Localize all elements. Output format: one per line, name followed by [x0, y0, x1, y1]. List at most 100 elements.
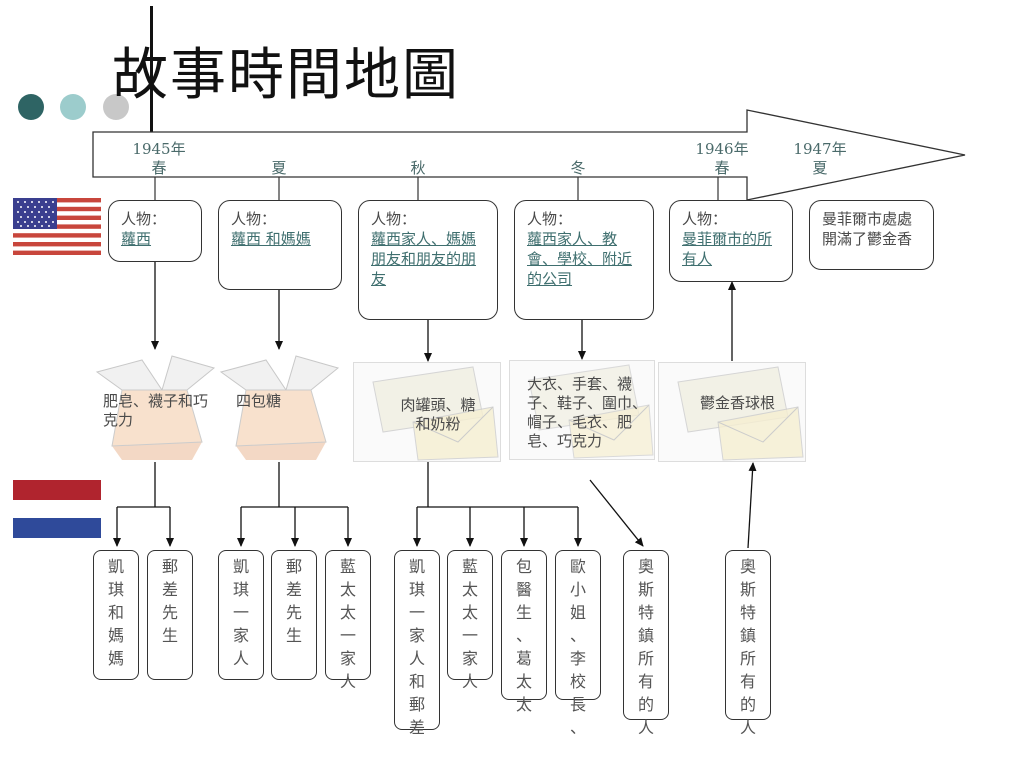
recipient-char: 李	[569, 649, 586, 668]
recipient-box: 奧斯特鎮所有的人	[623, 550, 669, 737]
recipient-box: 藍太太一家人	[447, 550, 493, 691]
recipient-char: 一	[461, 626, 478, 645]
season-name: 夏	[812, 159, 828, 177]
recipient-char: 所	[637, 649, 654, 668]
people-prefix: 人物：	[231, 210, 277, 228]
recipient-char: 、	[515, 626, 532, 645]
title-dot-3	[103, 94, 129, 120]
recipient-char: 人	[461, 672, 478, 691]
gift-label-4: 大衣、手套、襪子、鞋子、圍巾、帽子、毛衣、肥皂、巧克力	[527, 375, 648, 450]
open-box-icon	[95, 355, 216, 460]
people-text: 蘿西家人、媽媽朋友和朋友的朋友	[371, 230, 477, 288]
people-prefix: 人物：	[527, 210, 573, 228]
season-label-2: 夏	[244, 159, 314, 178]
recipient-box: 藍太太一家人	[325, 550, 371, 691]
recipient-char: 藍	[461, 557, 478, 576]
people-text: 蘿西家人、教會、學校、附近的公司	[527, 230, 633, 288]
recipient-char: 生	[285, 626, 302, 645]
people-box-2: 人物： 蘿西 和媽媽	[218, 200, 342, 290]
recipient-box: 奧斯特鎮所有的人	[725, 550, 771, 737]
open-box-icon	[219, 355, 340, 460]
recipient-char: 太	[461, 580, 478, 599]
recipient-char: 琪	[232, 580, 249, 599]
recipient-char: 太	[515, 695, 532, 714]
recipient-char: 鎮	[637, 626, 654, 645]
recipient-char: 奧	[739, 557, 756, 576]
title-divider	[150, 6, 153, 134]
recipient-char: 的	[637, 695, 654, 714]
recipient-char: 家	[339, 649, 356, 668]
recipient-char: 有	[739, 672, 756, 691]
recipient-char: 凱	[408, 557, 425, 576]
envelope-icon	[509, 360, 655, 460]
recipient-char: 郵	[161, 557, 178, 576]
recipient-char: 一	[339, 626, 356, 645]
recipient-char: 斯	[739, 580, 756, 599]
recipient-char: 的	[739, 695, 756, 714]
people-prefix: 人物：	[371, 210, 417, 228]
recipient-box: 凱琪和媽媽	[93, 550, 139, 680]
recipient-char: 生	[161, 626, 178, 645]
recipient-char: 、	[569, 718, 586, 737]
gift-label-2: 四包糖	[236, 392, 282, 410]
recipient-char: 生	[515, 603, 532, 622]
season-label-3: 秋	[383, 159, 453, 178]
recipient-char: 人	[232, 649, 249, 668]
timeline-arrow	[92, 109, 966, 201]
recipient-char: 包	[515, 557, 532, 576]
recipient-char: 差	[285, 580, 302, 599]
gift-label-5: 鬱金香球根	[700, 394, 776, 412]
season-label-5: 1946年春	[687, 140, 757, 178]
people-box-4: 人物： 蘿西家人、教會、學校、附近的公司	[514, 200, 654, 320]
season-year: 1947年	[793, 140, 847, 158]
recipient-char: 家	[232, 626, 249, 645]
recipient-box: 凱琪一家人和郵差	[394, 550, 440, 737]
season-name: 春	[714, 159, 730, 177]
season-year: 1946年	[695, 140, 749, 158]
people-box-3: 人物： 蘿西家人、媽媽朋友和朋友的朋友	[358, 200, 498, 320]
season-name: 冬	[570, 159, 586, 177]
page-title: 故事時間地圖	[112, 43, 460, 108]
recipient-char: 姐	[569, 603, 586, 622]
recipient-char: 和	[107, 603, 124, 622]
recipient-char: 小	[569, 580, 586, 599]
people-text: 曼菲爾市的所有人	[682, 230, 773, 268]
season-name: 秋	[410, 159, 426, 177]
recipient-char: 太	[339, 580, 356, 599]
recipient-char: 長	[569, 695, 586, 714]
recipient-char: 琪	[107, 580, 124, 599]
envelope-icon	[658, 362, 806, 462]
recipient-char: 一	[408, 603, 425, 622]
recipient-char: 所	[739, 649, 756, 668]
season-label-4: 冬	[543, 159, 613, 178]
recipient-char: 人	[408, 649, 425, 668]
season-name: 夏	[271, 159, 287, 177]
people-box-6: 曼菲爾市處處開滿了鬱金香	[809, 200, 934, 270]
recipient-char: 斯	[637, 580, 654, 599]
recipient-char: 差	[408, 718, 425, 737]
envelope-icon	[353, 362, 501, 462]
gift-label-1: 肥皂、襪子和巧克力	[103, 392, 209, 429]
recipient-box: 歐小姐、李校長、	[555, 550, 601, 737]
recipient-char: 葛	[515, 649, 532, 668]
gift-label-3: 肉罐頭、糖和奶粉	[400, 396, 476, 433]
recipient-char: 太	[339, 603, 356, 622]
recipient-char: 太	[461, 603, 478, 622]
people-text: 蘿西 和媽媽	[231, 230, 311, 248]
recipient-box: 郵差先生	[147, 550, 193, 680]
season-label-1: 1945年春	[124, 140, 194, 178]
season-year: 1945年	[132, 140, 186, 158]
recipient-char: 郵	[408, 695, 425, 714]
us-flag-icon	[13, 198, 101, 255]
recipient-char: 奧	[637, 557, 654, 576]
recipient-char: 差	[161, 580, 178, 599]
recipient-char: 校	[569, 672, 586, 691]
title-dot-1	[18, 94, 44, 120]
people-box-1: 人物： 蘿西	[108, 200, 202, 262]
recipient-char: 一	[232, 603, 249, 622]
recipient-char: 和	[408, 672, 425, 691]
season-name: 春	[151, 159, 167, 177]
recipient-char: 歐	[569, 557, 586, 576]
recipient-char: 藍	[339, 557, 356, 576]
recipient-char: 人	[339, 672, 356, 691]
